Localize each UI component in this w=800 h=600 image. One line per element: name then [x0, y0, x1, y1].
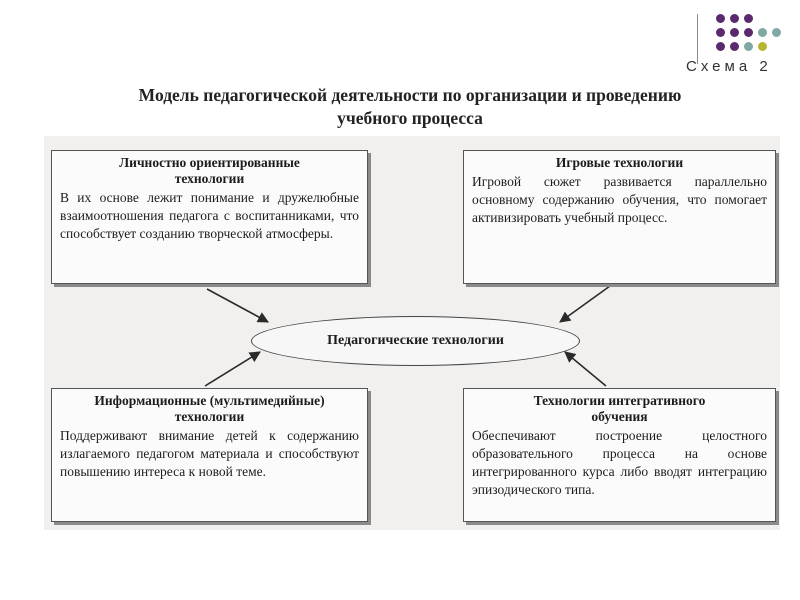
box-title-line: Информационные (мультимедийные): [94, 393, 325, 408]
box-text: Поддерживают внимание детей к содержанию…: [60, 428, 359, 479]
decor-dot: [730, 14, 739, 23]
box-title: Технологии интегративного обучения: [472, 393, 767, 425]
box-title: Информационные (мультимедийные) технолог…: [60, 393, 359, 425]
page-title: Модель педагогической деятельности по ор…: [60, 84, 760, 130]
box-game-technologies: Игровые технологии Игровой сюжет развива…: [463, 150, 776, 284]
arrow-from-top-right: [559, 285, 611, 323]
box-title-line: Игровые технологии: [555, 155, 684, 170]
box-title: Игровые технологии: [472, 155, 767, 171]
box-title-line: технологии: [174, 171, 245, 186]
decor-dot: [772, 28, 781, 37]
box-title-line: Технологии интегративного: [533, 393, 706, 408]
center-ellipse: Педагогические технологии: [251, 316, 580, 366]
title-line: учебного процесса: [337, 108, 483, 128]
decor-dot: [716, 42, 725, 51]
box-integrative-learning: Технологии интегративного обучения Обесп…: [463, 388, 776, 522]
box-title: Личностно ориентированные технологии: [60, 155, 359, 187]
box-title-line: Личностно ориентированные: [119, 155, 300, 170]
decor-dot: [758, 42, 767, 51]
decor-dot: [730, 42, 739, 51]
box-title-line: технологии: [174, 409, 245, 424]
title-line: Модель педагогической деятельности по ор…: [138, 85, 682, 105]
decor-dot: [758, 28, 767, 37]
decor-dot: [744, 28, 753, 37]
arrow-from-bottom-right: [564, 351, 607, 387]
scheme-label: Схема 2: [686, 58, 772, 75]
decor-dot: [744, 42, 753, 51]
box-text: Обеспечивают построение целостного образ…: [472, 428, 767, 497]
box-text: Игровой сюжет развивается параллельно ос…: [472, 174, 767, 225]
decor-dot: [716, 14, 725, 23]
box-text: В их основе лежит понимание и дружелюбны…: [60, 190, 359, 241]
decor-dot: [744, 14, 753, 23]
arrow-from-bottom-left: [204, 351, 261, 387]
arrow-from-top-left: [206, 288, 269, 323]
box-student-centered: Личностно ориентированные технологии В и…: [51, 150, 368, 284]
box-information-technologies: Информационные (мультимедийные) технолог…: [51, 388, 368, 522]
decor-dot: [730, 28, 739, 37]
center-label: Педагогические технологии: [327, 333, 504, 348]
box-title-line: обучения: [591, 409, 648, 424]
decor-dot: [716, 28, 725, 37]
header-divider: [697, 14, 698, 64]
decorative-dots: [712, 12, 792, 56]
